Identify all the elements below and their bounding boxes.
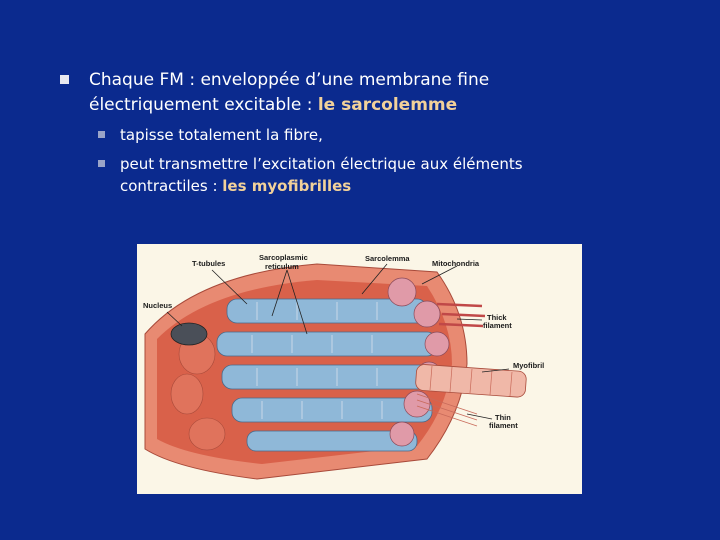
label-sarcoplasmic-1: Sarcoplasmic (259, 253, 308, 262)
label-thin-1: Thin (495, 413, 511, 422)
label-nucleus: Nucleus (143, 301, 172, 310)
main-bullet: Chaque FM : enveloppée d’une membrane fi… (60, 68, 620, 118)
sub-bullet-square-icon (98, 160, 105, 167)
label-sarcolemma: Sarcolemma (365, 254, 410, 263)
main-bullet-line1: Chaque FM : enveloppée d’une membrane fi… (89, 70, 490, 90)
main-bullet-line2-prefix: électriquement excitable : (89, 95, 318, 115)
label-thick-2: filament (483, 321, 512, 330)
myofibrilles-highlight: les myofibrilles (222, 177, 352, 195)
label-sarcoplasmic-2: reticulum (265, 262, 299, 271)
thin-filaments (416, 393, 478, 427)
sarcolemme-highlight: le sarcolemme (317, 95, 458, 115)
label-thin-2: filament (489, 421, 518, 430)
sub-bullet-square-icon (98, 131, 105, 138)
main-bullet-text: Chaque FM : enveloppée d’une membrane fi… (89, 68, 620, 118)
label-thick-1: Thick (487, 313, 507, 322)
sub-bullet-2: peut transmettre l’excitation électrique… (98, 153, 598, 197)
sub-bullet-1: tapisse totalement la fibre, (98, 124, 598, 146)
label-mitochondria: Mitochondria (432, 259, 480, 268)
bullet-square-icon (60, 75, 69, 84)
label-t-tubules: T-tubules (192, 259, 225, 268)
label-myofibril: Myofibril (513, 361, 544, 370)
sub-bullet-2-line2-prefix: contractiles : (120, 177, 223, 195)
myofibril-strand (415, 364, 527, 398)
myofibril-rows (170, 298, 438, 452)
sub-bullet-2-line1: peut transmettre l’excitation électrique… (120, 155, 523, 173)
muscle-fiber-illustration: T-tubules Sarcoplasmic reticulum Sarcole… (137, 244, 582, 494)
thick-filaments (436, 302, 486, 328)
sub-bullet-2-text: peut transmettre l’excitation électrique… (120, 153, 598, 197)
sub-bullet-1-text: tapisse totalement la fibre, (120, 126, 323, 144)
nucleus-shape (170, 322, 208, 346)
